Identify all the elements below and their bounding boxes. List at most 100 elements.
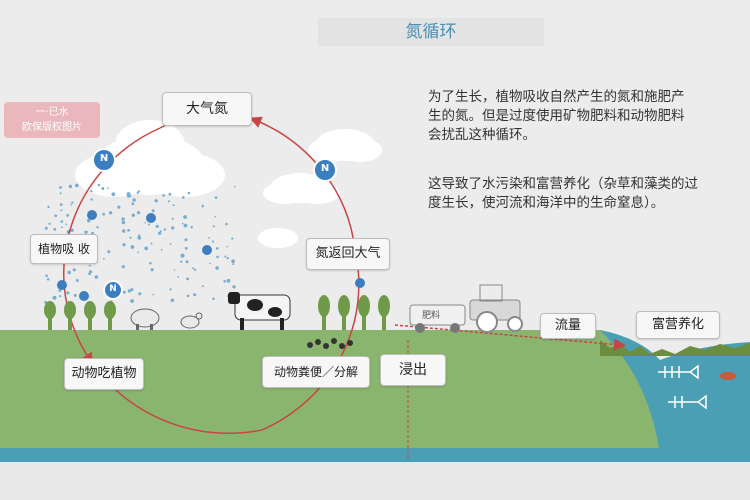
nitrogen-dot-6 <box>355 278 365 288</box>
rain-drop <box>59 295 62 298</box>
node-leaching: 浸出 <box>380 354 446 386</box>
watermark-line-2: 欧保版权图片 <box>22 122 82 133</box>
rain-drop <box>122 290 126 294</box>
rain-drop <box>70 204 72 206</box>
rain-drop <box>184 246 188 250</box>
rain-drop <box>121 220 126 225</box>
rain-drop <box>160 248 163 251</box>
node-atmospheric-nitrogen: 大气氮 <box>162 92 252 126</box>
rain-drop <box>226 256 229 260</box>
rain-drop <box>88 264 91 267</box>
rain-cloud-left <box>75 120 225 197</box>
sea-area <box>600 330 750 455</box>
nitrogen-badge-3 <box>103 280 123 300</box>
manure-pile <box>307 338 353 349</box>
rain-drop <box>59 203 63 207</box>
rain-drop <box>54 214 58 218</box>
rain-drop <box>103 258 105 260</box>
rain-drop <box>60 220 64 223</box>
intro-line-3: 会扰乱这种循环。 <box>428 127 536 143</box>
rain-drop <box>127 289 132 293</box>
rain-drop <box>187 191 191 195</box>
rain-drop <box>150 268 154 272</box>
rain-drop <box>147 223 150 226</box>
rain-drop <box>60 209 63 212</box>
rain-drop <box>130 245 135 249</box>
rain-drop <box>186 294 190 298</box>
node-eutrophication: 富营养化 <box>636 311 720 339</box>
node-nitrogen-return: 氮返回大气 <box>306 238 390 270</box>
rain-drop <box>231 259 235 264</box>
rain-drop <box>129 236 132 239</box>
rain-drop <box>231 237 234 240</box>
rain-drop <box>215 247 219 250</box>
rain-drop <box>138 234 141 237</box>
rain-drop <box>171 217 174 220</box>
nitrogen-dot-5 <box>79 291 89 301</box>
rain-drop <box>136 211 141 215</box>
fertilizer-label: 肥料 <box>422 311 441 321</box>
rain-drop <box>90 189 93 193</box>
rain-drop <box>73 293 77 297</box>
rain-drop <box>170 298 175 303</box>
tractor-illustration <box>469 284 523 333</box>
nitrogen-badge-2 <box>313 158 337 182</box>
node-plant-absorption: 植物吸 收 <box>30 234 98 264</box>
rain-drop <box>107 250 111 254</box>
rain-drop <box>162 194 165 197</box>
rain-drop <box>172 204 175 207</box>
rain-drop <box>185 260 189 264</box>
rain-drop <box>68 184 73 189</box>
nitrogen-badge-1 <box>92 148 116 172</box>
rain-drop <box>91 231 94 235</box>
rain-drop <box>167 200 171 203</box>
rain-drop <box>183 215 188 219</box>
rain-drop <box>137 251 140 254</box>
rain-drop <box>117 205 121 209</box>
rain-drop <box>232 285 236 289</box>
rain-drop <box>108 211 113 215</box>
ground-area <box>0 330 660 450</box>
rain-drop <box>131 202 135 206</box>
rain-drop <box>212 225 215 228</box>
rain-drop <box>181 222 184 225</box>
rain-drop <box>208 237 211 239</box>
rain-drop <box>75 183 79 188</box>
impact-paragraph: 这导致了水污染和富营养化（杂草和藻类的过 度生长，使河流和海洋中的生命窒息）。 <box>428 175 738 213</box>
rain-drop <box>121 217 125 221</box>
nitrogen-dot-4 <box>57 280 67 290</box>
rain-drop <box>88 272 91 275</box>
rain-drop <box>59 192 62 195</box>
rain-drop <box>89 270 93 274</box>
rain-drop <box>70 228 74 233</box>
fertilizer-cart <box>409 304 466 333</box>
cloud-small <box>258 228 298 248</box>
rain-drop <box>132 198 136 202</box>
intro-line-1: 为了生长，植物吸收自然产生的氮和施肥产 <box>428 89 685 105</box>
rain-drop <box>211 240 215 243</box>
rain-drop <box>225 222 228 226</box>
rain-drop <box>224 255 227 258</box>
nitrogen-dot-3 <box>202 245 212 255</box>
rain-drop <box>180 260 183 263</box>
rain-drop <box>160 230 162 233</box>
rain-drop <box>183 223 188 228</box>
rain-drop <box>184 238 188 242</box>
rain-drop <box>163 228 166 231</box>
rain-drop <box>106 187 109 190</box>
impact-line-2: 度生长，使河流和海洋中的生命窒息）。 <box>428 195 665 211</box>
rain-drop <box>157 231 162 235</box>
rain-drop <box>226 245 229 248</box>
rain-drop <box>173 269 176 271</box>
rain-drop <box>223 280 226 283</box>
live-fish-icon <box>720 372 736 380</box>
diagram-title: 氮循环 <box>318 18 544 46</box>
rain-drop <box>75 279 79 282</box>
rain-drop <box>67 270 71 275</box>
rain-drop <box>154 199 158 203</box>
rain-drop <box>71 201 74 204</box>
watermark-line-1: 一·已水 <box>35 107 69 118</box>
rain-drop <box>144 246 149 251</box>
rain-drop <box>87 219 90 223</box>
